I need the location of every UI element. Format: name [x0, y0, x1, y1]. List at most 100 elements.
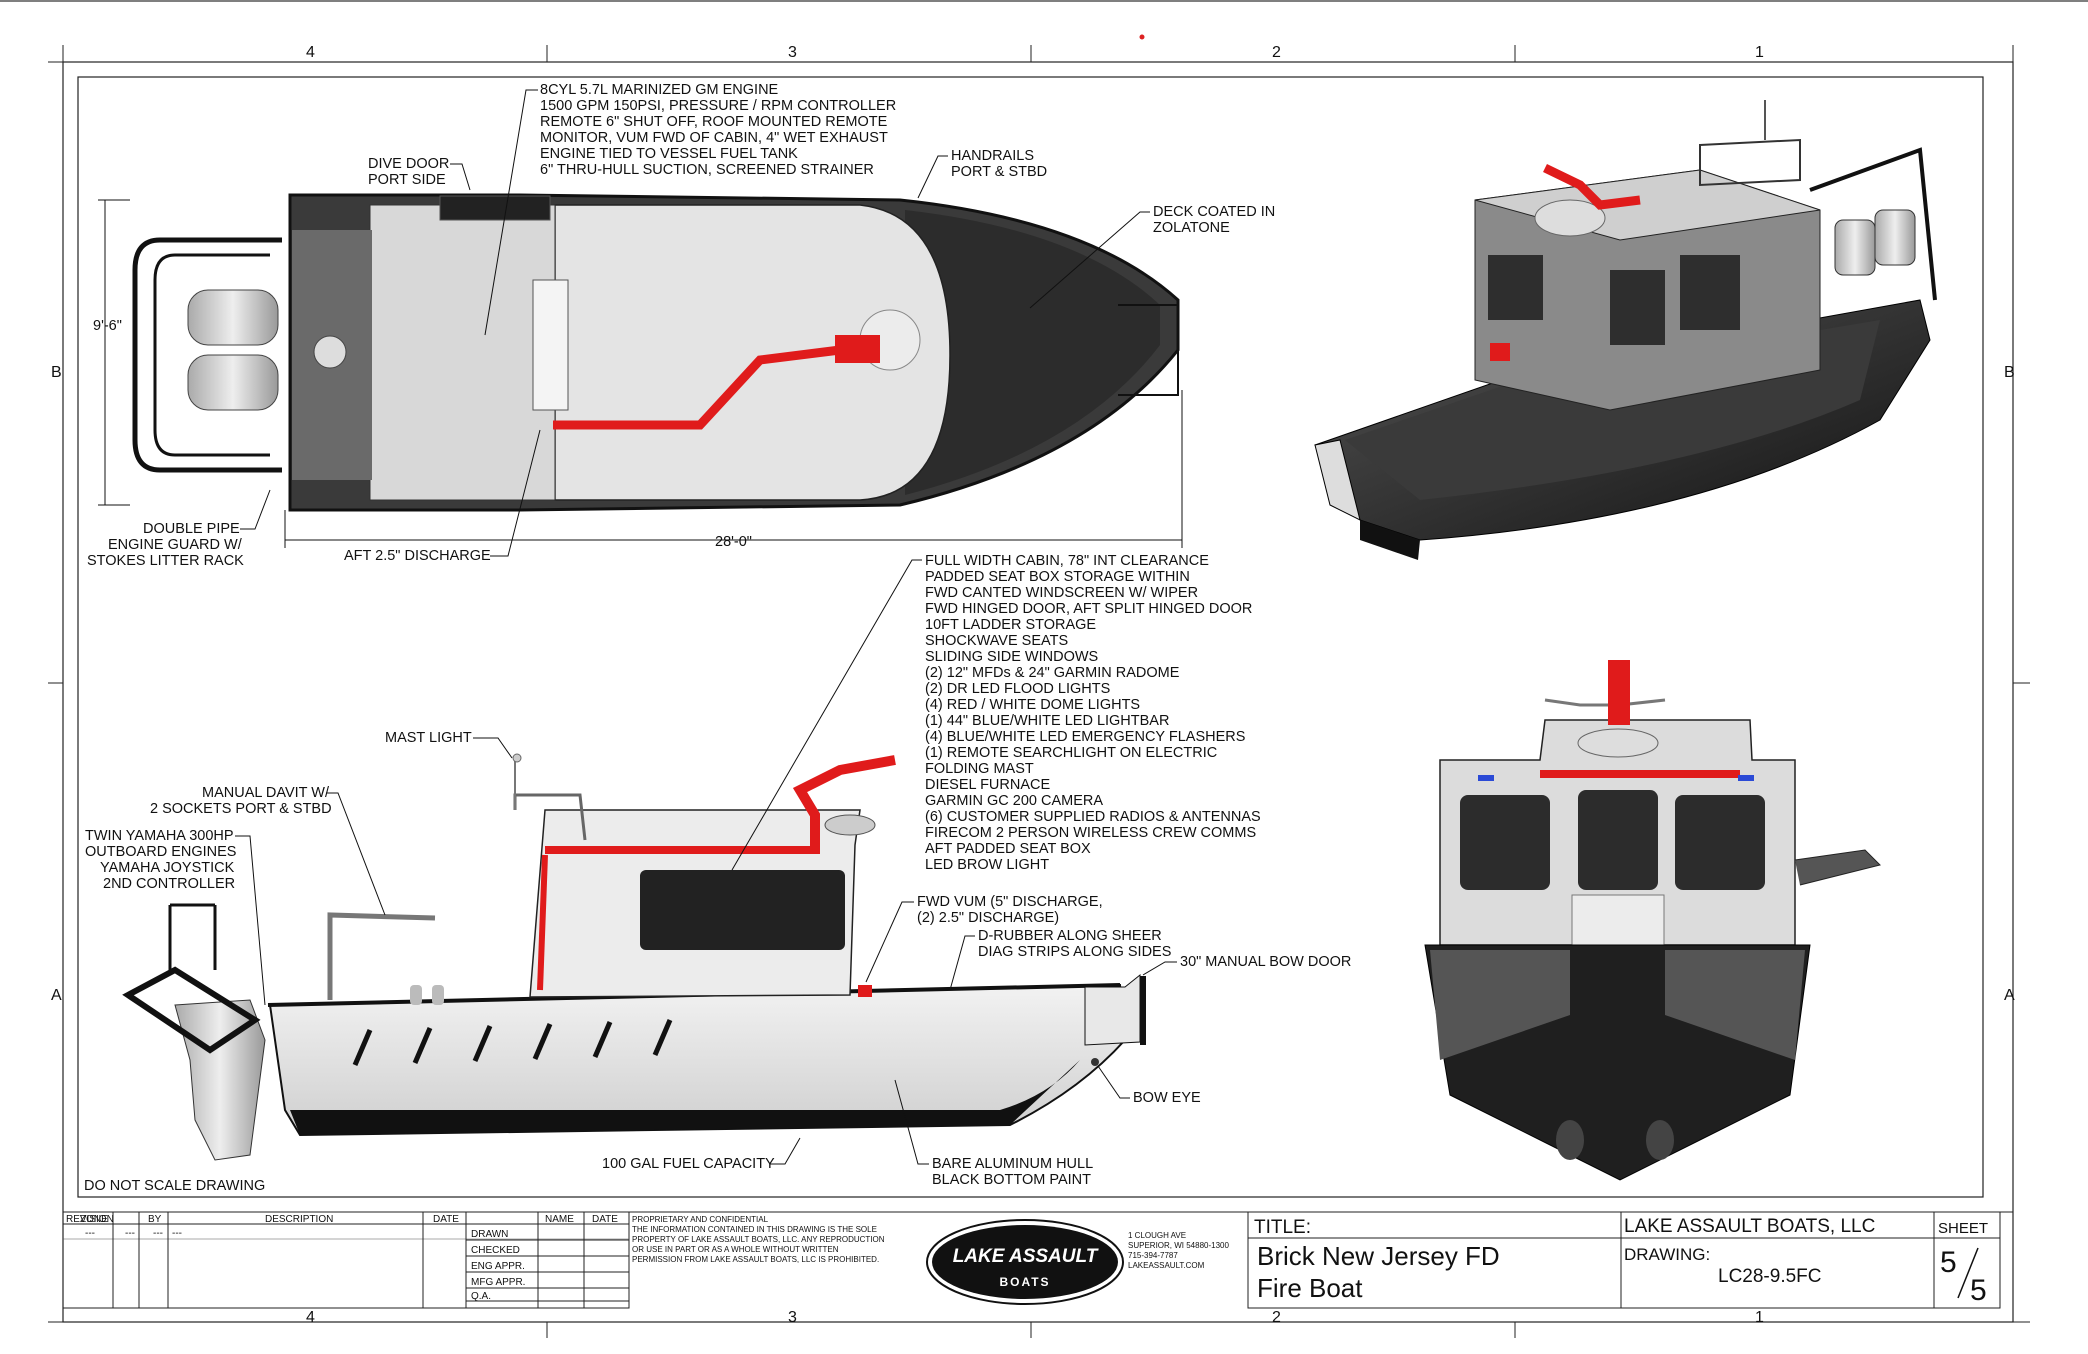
cabin-callout-2: PADDED SEAT BOX STORAGE WITHIN: [925, 569, 1190, 585]
cabin-callout-8: (2) 12" MFDs & 24" GARMIN RADOME: [925, 665, 1180, 681]
rev-header: REVISION: [66, 1214, 114, 1225]
bow-eye-callout: BOW EYE: [1097, 1065, 1201, 1106]
do-not-scale-note: DO NOT SCALE DRAWING: [84, 1178, 265, 1194]
appr-name-header: NAME: [545, 1214, 574, 1225]
engine-callout-1: 8CYL 5.7L MARINIZED GM ENGINE: [540, 82, 779, 98]
deck-coated-label-1: DECK COATED IN: [1153, 204, 1275, 220]
title-block: REVISION ZONE BY DESCRIPTION DATE --- --…: [62, 1211, 2013, 1309]
top-seat-box: [532, 279, 569, 411]
cabin-callout-10: (4) RED / WHITE DOME LIGHTS: [925, 697, 1140, 713]
iso-outboard-1: [1834, 219, 1876, 276]
fwd-vum-label-1: FWD VUM (5" DISCHARGE,: [917, 894, 1103, 910]
side-davit: [327, 912, 436, 1000]
engine-guard-label-2: ENGINE GUARD W/: [108, 537, 243, 553]
zone-col-4-bottom: 4: [306, 1309, 315, 1326]
engine-callout-3: REMOTE 6" SHUT OFF, ROOF MOUNTED REMOTE: [540, 114, 888, 130]
side-view: [122, 753, 1146, 1161]
deck-coated-callout: DECK COATED IN ZOLATONE: [1029, 204, 1275, 309]
zone-col-4-top: 4: [306, 44, 315, 61]
front-view: [1424, 660, 1881, 1181]
iso-radome: [1534, 199, 1606, 237]
bow-eye-label: BOW EYE: [1133, 1090, 1201, 1106]
davit-label-2: 2 SOCKETS PORT & STBD: [150, 801, 332, 817]
cabin-callout-12: (4) BLUE/WHITE LED EMERGENCY FLASHERS: [925, 729, 1245, 745]
appr-mfg: MFG APPR.: [471, 1277, 525, 1288]
appr-drawn: DRAWN: [471, 1229, 508, 1240]
engine-guard-label-1: DOUBLE PIPE: [143, 521, 240, 537]
sheet-total: 5: [1970, 1274, 1987, 1307]
engine-callout: 8CYL 5.7L MARINIZED GM ENGINE 1500 GPM 1…: [484, 82, 896, 336]
lake-assault-logo: LAKE ASSAULT BOATS: [926, 1219, 1124, 1305]
cabin-callout-20: LED BROW LIGHT: [925, 857, 1049, 873]
mast-light-callout: MAST LIGHT: [385, 730, 513, 759]
outer-border: [62, 61, 2014, 1323]
zone-col-3-bottom: 3: [788, 1309, 797, 1326]
top-outboard-stbd: [187, 354, 279, 411]
dive-door-label-1: DIVE DOOR: [368, 156, 449, 172]
proprietary-1: PROPRIETARY AND CONFIDENTIAL: [632, 1215, 769, 1224]
proprietary-3: PROPERTY OF LAKE ASSAULT BOATS, LLC. ANY…: [632, 1235, 885, 1244]
outboards-label-4: 2ND CONTROLLER: [103, 876, 235, 892]
drawing-border: [77, 76, 1984, 1198]
appr-checked: CHECKED: [471, 1245, 520, 1256]
outboards-label-3: YAMAHA JOYSTICK: [100, 860, 235, 876]
cabin-callout-19: AFT PADDED SEAT BOX: [925, 841, 1091, 857]
aft-discharge-label: AFT 2.5" DISCHARGE: [344, 548, 491, 564]
side-window: [640, 870, 845, 950]
engine-guard: [132, 237, 282, 473]
rubber-callout: D-RUBBER ALONG SHEER DIAG STRIPS ALONG S…: [949, 928, 1171, 991]
side-engine-guard: [122, 966, 261, 1054]
side-fwd-vum: [858, 985, 872, 997]
title-line-2: Fire Boat: [1257, 1273, 1363, 1303]
cabin-callout-15: DIESEL FURNACE: [925, 777, 1050, 793]
address-3: 715-394-7787: [1128, 1251, 1178, 1260]
cabin-callout-3: FWD CANTED WINDSCREEN W/ WIPER: [925, 585, 1198, 601]
rev-row-rev: ---: [85, 1228, 95, 1239]
outboards-callout: TWIN YAMAHA 300HP OUTBOARD ENGINES YAMAH…: [85, 828, 266, 1006]
company-name: LAKE ASSAULT BOATS, LLC: [1624, 1216, 1875, 1237]
cabin-callout-6: SHOCKWAVE SEATS: [925, 633, 1068, 649]
hull-callout: BARE ALUMINUM HULL BLACK BOTTOM PAINT: [894, 1079, 1093, 1188]
zone-labels: 4 3 2 1 4 3 2 1 B B A A: [51, 44, 2015, 1326]
title-label: TITLE:: [1254, 1217, 1311, 1238]
beam-dimension: 9'-6": [93, 318, 122, 334]
address-2: SUPERIOR, WI 54880-1300: [1128, 1241, 1229, 1250]
cabin-callout-5: 10FT LADDER STORAGE: [925, 617, 1096, 633]
top-view: 9'-6" 28'-0": [93, 193, 1183, 550]
zone-row-b-left: B: [51, 364, 62, 381]
front-window-mid: [1578, 790, 1658, 890]
cabin-callout-7: SLIDING SIDE WINDOWS: [925, 649, 1098, 665]
bow-door-callout: 30" MANUAL BOW DOOR: [1142, 954, 1351, 976]
fuel-label: 100 GAL FUEL CAPACITY: [602, 1156, 775, 1172]
side-monitor: [792, 755, 896, 850]
by-header: BY: [148, 1214, 162, 1225]
top-fire-monitor: [835, 335, 880, 363]
proprietary-5: PERMISSION FROM LAKE ASSAULT BOATS, LLC …: [632, 1255, 879, 1264]
engine-callout-6: 6" THRU-HULL SUCTION, SCREENED STRAINER: [540, 162, 874, 178]
sheet-number: 5: [1940, 1246, 1957, 1279]
dive-door-callout: DIVE DOOR PORT SIDE: [368, 156, 471, 191]
engine-guard-callout: DOUBLE PIPE ENGINE GUARD W/ STOKES LITTE…: [87, 489, 271, 569]
cabin-callout-11: (1) 44" BLUE/WHITE LED LIGHTBAR: [925, 713, 1169, 729]
zone-header: ZONE: [80, 1214, 108, 1225]
engine-callout-2: 1500 GPM 150PSI, PRESSURE / RPM CONTROLL…: [540, 98, 896, 114]
top-fire-pipe: [553, 345, 841, 430]
iso-mast-rail: [1699, 138, 1801, 187]
front-lightbar: [1540, 770, 1740, 778]
davit-callout: MANUAL DAVIT W/ 2 SOCKETS PORT & STBD: [150, 785, 386, 916]
rubber-label-2: DIAG STRIPS ALONG SIDES: [978, 944, 1171, 960]
proprietary-4: OR USE IN PART OR AS A WHOLE WITHOUT WRI…: [632, 1245, 839, 1254]
appr-date-header: DATE: [592, 1214, 618, 1225]
zone-col-1-bottom: 1: [1755, 1309, 1764, 1326]
front-monitor: [1608, 660, 1630, 725]
dive-door-label-2: PORT SIDE: [368, 172, 446, 188]
engine-callout-4: MONITOR, VUM FWD OF CABIN, 4" WET EXHAUS…: [540, 130, 888, 146]
zone-col-2-bottom: 2: [1272, 1309, 1281, 1326]
cabin-callout-14: FOLDING MAST: [925, 761, 1034, 777]
engine-callout-5: ENGINE TIED TO VESSEL FUEL TANK: [540, 146, 798, 162]
appr-qa: Q.A.: [471, 1291, 491, 1302]
cabin-callout-9: (2) DR LED FLOOD LIGHTS: [925, 681, 1110, 697]
iso-window-2: [1610, 270, 1665, 345]
iso-window-3: [1680, 255, 1740, 330]
desc-header: DESCRIPTION: [265, 1214, 333, 1225]
